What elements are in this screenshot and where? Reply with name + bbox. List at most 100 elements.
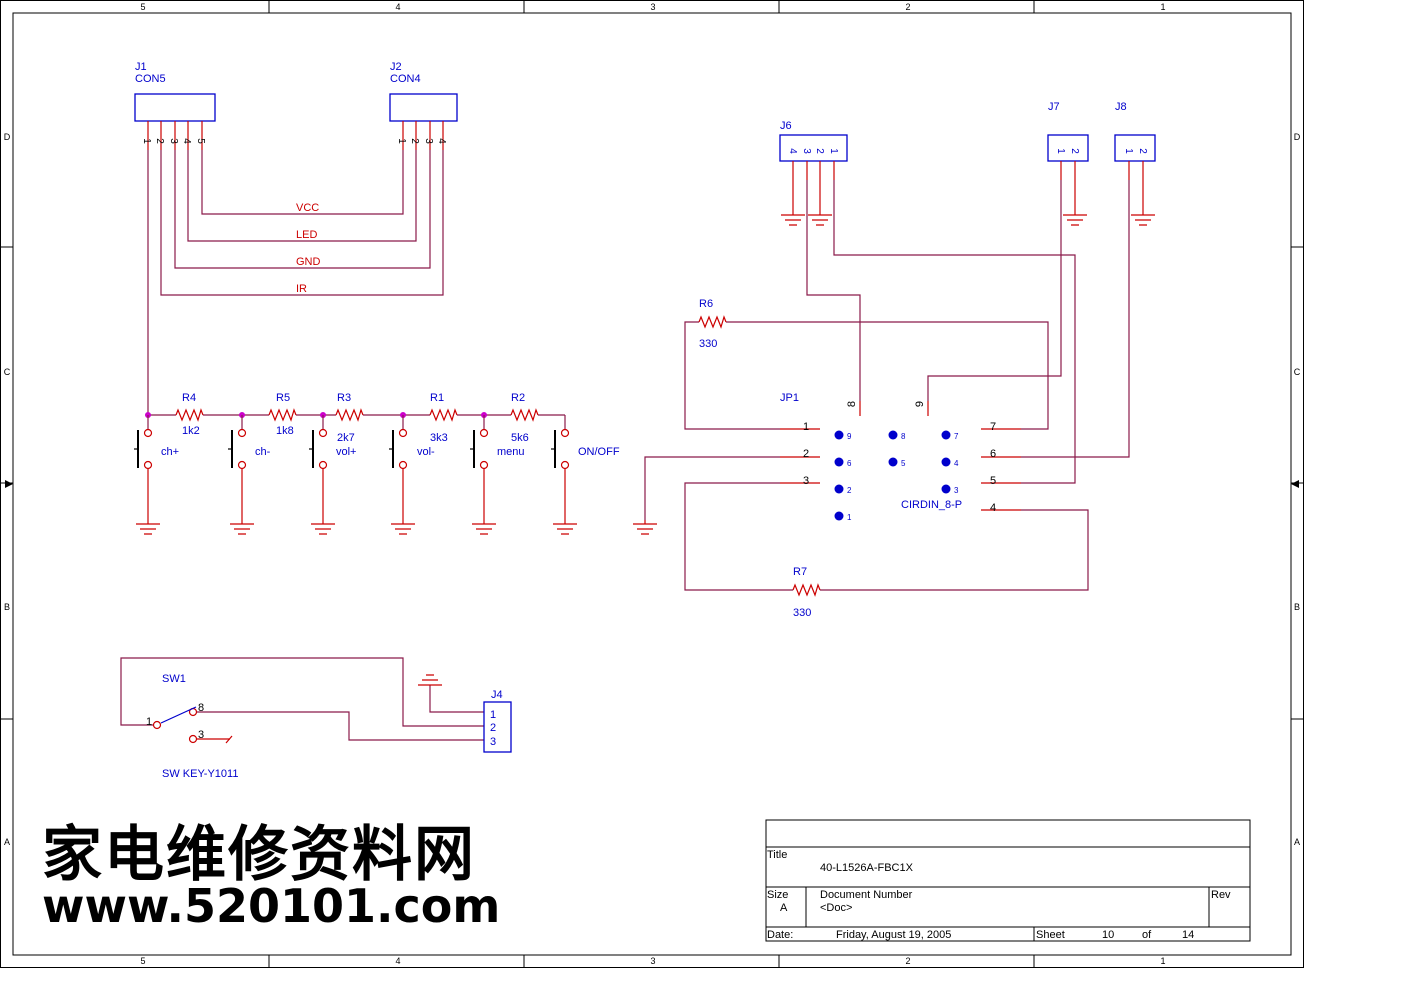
button-ch-plus	[134, 415, 153, 520]
date-value: Friday, August 19, 2005	[836, 929, 951, 941]
r2-value: 5k6	[511, 432, 529, 444]
jp1-pin-4: 4	[990, 502, 996, 514]
j4-pin-1: 1	[490, 709, 496, 721]
sheet-label: Sheet	[1036, 929, 1065, 941]
j8-pin-2: 2	[1137, 148, 1148, 154]
r3-ref: R3	[337, 392, 351, 404]
keypad-resistor-labels: R4 1k2 R5 1k8 R3 2k7 R1 3k3 R2 5k6	[182, 392, 529, 444]
keypad-button-labels: ch+ ch- vol+ vol- menu ON/OFF	[161, 446, 620, 458]
r4-value: 1k2	[182, 425, 200, 437]
zone-col-bottom-4: 4	[395, 956, 400, 966]
j1-pin-3: 3	[168, 138, 179, 144]
j1-pin-2: 2	[154, 138, 165, 144]
sw1-pin-8: 8	[198, 702, 204, 714]
j4-connector: J4 1 2 3	[483, 689, 512, 753]
button-vol-plus	[309, 415, 328, 520]
jp1-dot-8: 8	[901, 432, 906, 441]
j8-connector: J8 1 2	[1114, 101, 1156, 226]
jp1-dot-2: 2	[847, 486, 852, 495]
docnum-value: <Doc>	[820, 902, 852, 914]
button-label-ch-minus: ch-	[255, 446, 271, 458]
r3-value: 2k7	[337, 432, 355, 444]
j2-body	[389, 93, 458, 122]
j2-pin-1: 1	[396, 138, 407, 144]
j2-connector: J2 CON4 1 2 3 4	[389, 61, 458, 150]
button-label-menu: menu	[497, 446, 525, 458]
size-value: A	[780, 902, 788, 914]
r7-value: 330	[793, 607, 811, 619]
jp1-dot-3: 3	[954, 486, 959, 495]
jp1-pin-9: 9	[914, 401, 926, 407]
watermark-url: www.520101.com	[42, 879, 500, 933]
j4-ref: J4	[491, 689, 503, 701]
r6-resistor: R6 330	[698, 298, 727, 350]
jp1-contact-dots	[834, 430, 951, 521]
j8-ref: J8	[1115, 101, 1127, 113]
r7-resistor: R7 330	[792, 566, 821, 619]
j6-pin-4: 4	[787, 148, 798, 154]
jp1-pin-8: 8	[846, 401, 858, 407]
j4-pin-2: 2	[490, 722, 496, 734]
j4-pin-3: 3	[490, 736, 496, 748]
size-label: Size	[767, 889, 788, 901]
jp1-pin-stubs	[633, 401, 1021, 535]
button-label-ch-plus: ch+	[161, 446, 179, 458]
j6-ref: J6	[780, 120, 792, 132]
jp1-connector: JP1 CIRDIN_8-P 1 2 3 7 6 5 4 8 9 9 8 7 6…	[780, 392, 996, 522]
j7-pin-1: 1	[1055, 148, 1066, 154]
jp1-dot-4: 4	[954, 459, 959, 468]
watermark-cn: 家电维修资料网	[42, 820, 476, 890]
net-gnd: GND	[296, 256, 321, 268]
jp1-dot-6: 6	[847, 459, 852, 468]
date-label: Date:	[767, 929, 793, 941]
zone-col-top-3: 3	[650, 2, 655, 12]
zone-row-right-b: B	[1294, 602, 1300, 612]
j1-body	[134, 93, 216, 122]
sw1-pin-1: 1	[146, 716, 152, 728]
r5-value: 1k8	[276, 425, 294, 437]
j7-pin-2: 2	[1069, 148, 1080, 154]
button-label-vol-minus: vol-	[417, 446, 435, 458]
j1-value: CON5	[135, 73, 166, 85]
keypad-resistor-zigzags	[175, 408, 539, 422]
sheet-total: 14	[1182, 929, 1194, 941]
zone-row-left-d: D	[4, 132, 11, 142]
zone-col-bottom-2: 2	[905, 956, 910, 966]
j2-pin-4: 4	[436, 138, 447, 144]
jp1-dot-5: 5	[901, 459, 906, 468]
zone-row-right-c: C	[1294, 367, 1301, 377]
title-block: Title 40-L1526A-FBC1X Size A Document Nu…	[765, 819, 1251, 942]
j1-j2-wires	[147, 150, 444, 415]
zone-col-top-2: 2	[905, 2, 910, 12]
j7-connector: J7 1 2	[1047, 101, 1089, 226]
zone-row-left-c: C	[4, 367, 11, 377]
zone-col-bottom-5: 5	[140, 956, 145, 966]
zone-col-bottom-3: 3	[650, 956, 655, 966]
button-on-off	[551, 415, 570, 520]
zone-col-top-5: 5	[140, 2, 145, 12]
zone-row-right-d: D	[1294, 132, 1301, 142]
j4-body	[483, 701, 512, 753]
jp1-value: CIRDIN_8-P	[901, 499, 962, 511]
j6-pin-3: 3	[801, 148, 812, 154]
zone-col-top-1: 1	[1160, 2, 1165, 12]
button-label-vol-plus: vol+	[336, 446, 357, 458]
j2-value: CON4	[390, 73, 421, 85]
zone-row-left-a: A	[4, 837, 10, 847]
j7-ref: J7	[1048, 101, 1060, 113]
zone-col-bottom-1: 1	[1160, 956, 1165, 966]
net-vcc: VCC	[296, 202, 319, 214]
button-label-on-off: ON/OFF	[578, 446, 620, 458]
j8-body	[1114, 134, 1156, 162]
r2-ref: R2	[511, 392, 525, 404]
keypad-buttons	[134, 415, 570, 520]
sheet-number: 10	[1102, 929, 1114, 941]
net-labels: VCC LED GND IR	[296, 202, 321, 295]
sw1-ref: SW1	[162, 673, 186, 685]
jp1-pin-1: 1	[803, 421, 809, 433]
of-label: of	[1142, 929, 1152, 941]
title-label: Title	[767, 849, 787, 861]
sw1-pin-3: 3	[198, 729, 204, 741]
j2-ref: J2	[390, 61, 402, 73]
